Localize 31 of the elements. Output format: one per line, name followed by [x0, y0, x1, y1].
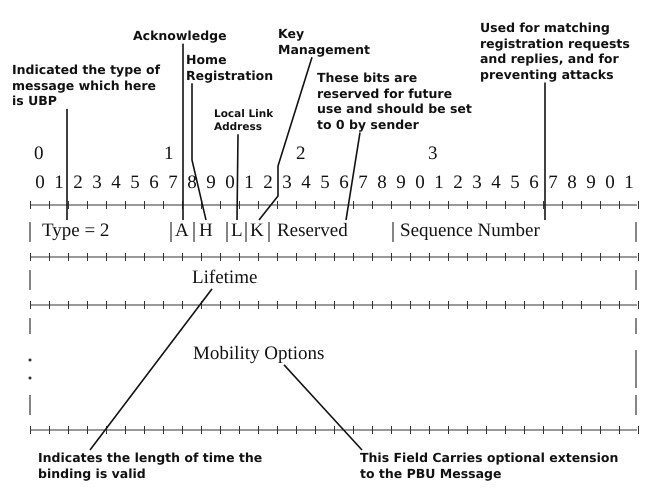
leader-line [89, 288, 213, 450]
annotation-text: These bits are reserved for future use and should be set to 0 by sender [317, 70, 473, 132]
bit-index-number: 0 [34, 143, 44, 165]
leader-line [182, 44, 184, 220]
leader-line [66, 108, 68, 220]
field-label: Reserved [277, 220, 348, 242]
bit-index-number: 1 [164, 143, 174, 165]
bit-ruler: 0 1 2 3 4 5 6 7 8 9 0 1 2 3 4 5 6 7 8 9 0 1 2 3 4 5 6 7 8 9 0 1 [35, 172, 636, 194]
leader-line [258, 57, 313, 220]
leader-line [345, 132, 361, 220]
annotation-text: Acknowledge [133, 28, 245, 44]
field-label: Mobility Options [193, 343, 324, 365]
field-label: Type = 2 [42, 220, 110, 242]
leader-line [544, 82, 546, 220]
field-label: Lifetime [192, 267, 258, 289]
annotation-text: Key Management [278, 26, 390, 58]
annotation-text: Used for matching registration requests and replies, and for preventing attacks [480, 20, 638, 82]
bit-index-number: 3 [428, 143, 438, 165]
leader-line [283, 364, 363, 451]
annotation-text: Indicates the length of time the binding is valid [38, 450, 273, 482]
field-label: A [175, 220, 189, 242]
field-label: K [250, 220, 264, 242]
annotation-text: This Field Carries optional extension to the PBU Message [360, 450, 622, 482]
field-label: L [231, 220, 243, 242]
leader-line [191, 83, 207, 220]
field-label: Sequence Number [400, 220, 540, 242]
annotation-text: Indicated the type of message which here is UBP [12, 62, 170, 109]
leader-line [236, 134, 239, 220]
bit-index-number: 2 [296, 143, 306, 165]
field-label: H [199, 220, 213, 242]
annotation-text: Local Link Address [214, 108, 284, 134]
